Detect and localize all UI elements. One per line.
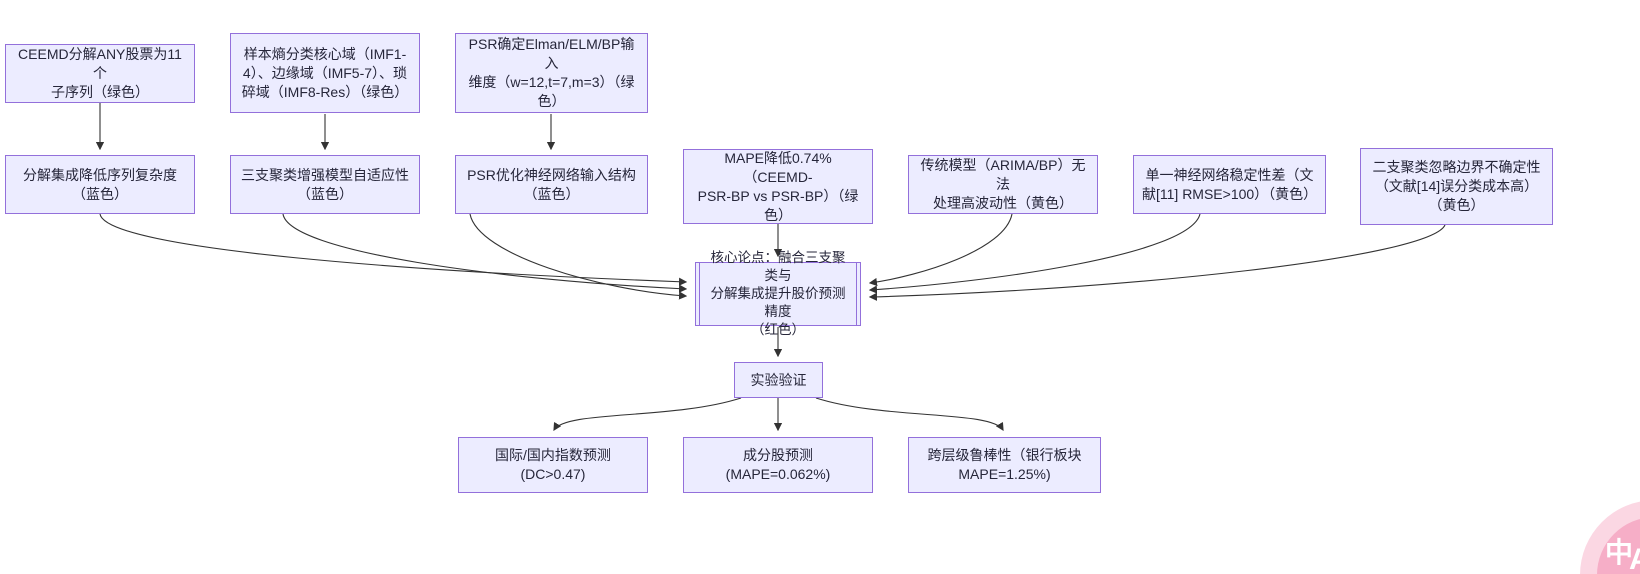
edge-decomp-core (99, 213, 688, 286)
edge-psropt-core (469, 213, 688, 300)
edge-twoway-core (868, 224, 1446, 301)
node-mape-reduction: MAPE降低0.74%（CEEMD- PSR-BP vs PSR-BP）（绿 色… (683, 149, 873, 224)
node-stock-prediction: 成分股预测 (MAPE=0.062%) (683, 437, 873, 493)
node-robustness: 跨层级鲁棒性（银行板块 MAPE=1.25%) (908, 437, 1101, 493)
node-psr-input-dimension: PSR确定Elman/ELM/BP输入 维度（w=12,t=7,m=3）（绿 色… (455, 33, 648, 113)
translate-a-glyph: A (1629, 543, 1640, 574)
node-three-way-clustering: 三支聚类增强模型自适应性 （蓝色） (230, 155, 420, 214)
translate-zh-glyph: 中 (1605, 537, 1634, 568)
edge-threeway-core (282, 213, 688, 293)
node-psr-optimization: PSR优化神经网络输入结构 （蓝色） (455, 155, 648, 214)
node-traditional-models: 传统模型（ARIMA/BP）无法 处理高波动性（黄色） (908, 155, 1098, 214)
node-ceemd-decomposition: CEEMD分解ANY股票为11个 子序列（绿色） (5, 44, 195, 103)
node-core-thesis: 核心论点：融合三支聚类与 分解集成提升股价预测精度 （红色） (695, 250, 861, 337)
node-single-nn-instability: 单一神经网络稳定性差（文 献[11] RMSE>100）（黄色） (1133, 155, 1326, 214)
edge-experiment-indexpred (553, 397, 742, 432)
node-decomp-complexity: 分解集成降低序列复杂度 （蓝色） (5, 155, 195, 214)
edge-singlenn-core (868, 213, 1201, 294)
node-sample-entropy: 样本熵分类核心域（IMF1- 4）、边缘域（IMF5-7）、琐 碎域（IMF8-… (230, 33, 420, 113)
node-two-way-clustering: 二支聚类忽略边界不确定性 （文献[14]误分类成本高） （黄色） (1360, 148, 1553, 225)
edge-experiment-robust (815, 397, 1004, 432)
edge-trad-core (868, 213, 1013, 287)
node-index-prediction: 国际/国内指数预测 (DC>0.47) (458, 437, 648, 493)
node-experiment-validation: 实验验证 (734, 362, 823, 398)
